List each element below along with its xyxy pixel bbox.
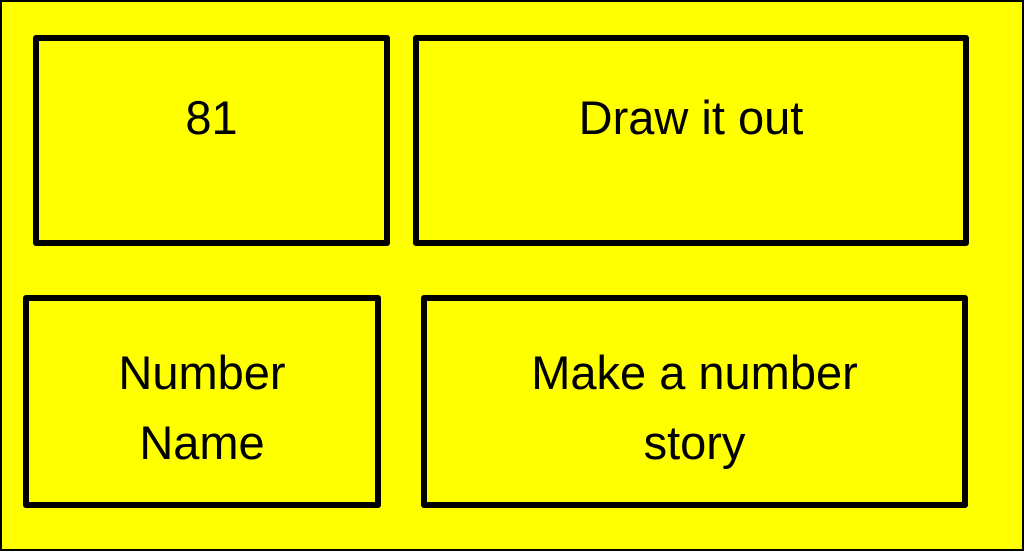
number-story-card: Make a number story [421, 295, 968, 508]
number-story-label: Make a number story [427, 338, 962, 478]
number-value: 81 [185, 91, 238, 144]
number-story-line-1: Make a number [531, 346, 858, 399]
number-name-line-1: Number [118, 346, 286, 399]
number-story-line-2: story [643, 416, 746, 469]
number-name-card: Number Name [23, 295, 381, 508]
number-name-label: Number Name [29, 338, 375, 478]
draw-it-out-card: Draw it out [413, 35, 969, 246]
draw-it-out-label: Draw it out [578, 91, 804, 144]
number-card: 81 [33, 35, 390, 246]
number-name-line-2: Name [139, 416, 265, 469]
